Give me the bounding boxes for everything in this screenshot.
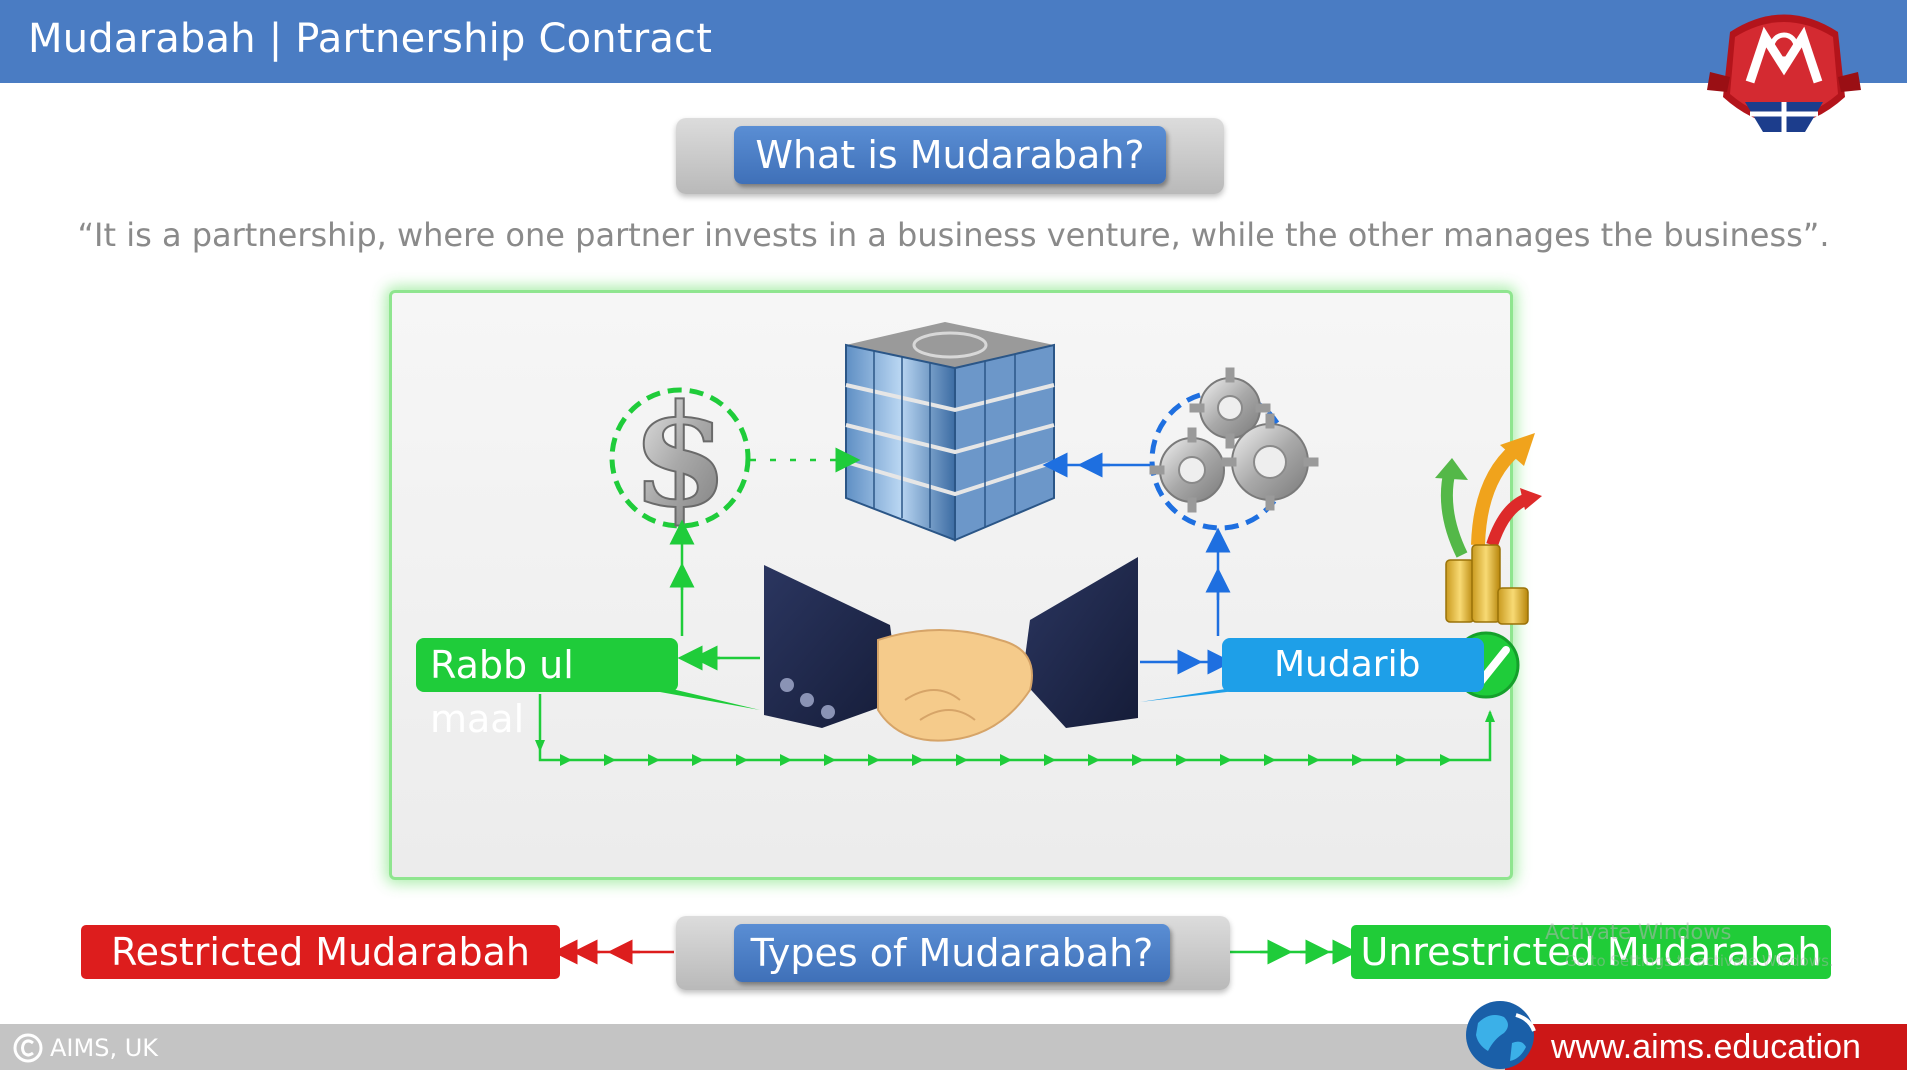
profit-flow-arrow [604, 754, 616, 766]
profit-flow-arrow [648, 754, 660, 766]
profit-flow-arrow [956, 754, 968, 766]
globe-icon [1466, 1001, 1536, 1069]
unrestricted-mudarabah-box: Unrestricted Mudarabah [1351, 925, 1831, 979]
profit-coins-icon [1435, 433, 1542, 625]
footer-copyright: AIMS, UK [12, 1030, 158, 1066]
profit-flow-arrow [1000, 754, 1012, 766]
profit-flow-arrow [912, 754, 924, 766]
profit-flow-arrow [1176, 754, 1188, 766]
profit-flow-arrow [1220, 754, 1232, 766]
svg-text:$: $ [631, 375, 728, 539]
profit-flow-arrow [868, 754, 880, 766]
profit-flow-arrow [1396, 754, 1408, 766]
types-of-mudarabah-label: Types of Mudarabah? [734, 924, 1170, 982]
profit-flow-arrow [1264, 754, 1276, 766]
profit-flow-arrow [736, 754, 748, 766]
profit-flow-arrow [560, 754, 572, 766]
gears-icon [1149, 367, 1319, 531]
activate-windows-watermark: Activate Windows [1545, 920, 1732, 944]
copyright-icon [13, 1033, 43, 1063]
profit-flow-arrow [1440, 754, 1452, 766]
restricted-mudarabah-box: Restricted Mudarabah [81, 925, 560, 979]
page-title: Mudarabah | Partnership Contract [28, 16, 713, 62]
profit-flow-arrow [1132, 754, 1144, 766]
what-is-mudarabah-label: What is Mudarabah? [734, 126, 1166, 184]
profit-flow-arrow [780, 754, 792, 766]
profit-flow-arrow [692, 754, 704, 766]
mudarib-label: Mudarib [1222, 638, 1484, 692]
header-bar: Mudarabah | Partnership Contract [0, 0, 1907, 83]
profit-flow-arrow [1044, 754, 1056, 766]
profit-flow-arrow [1308, 754, 1320, 766]
definition-text: “It is a partnership, where one partner … [77, 216, 1830, 254]
rabb-ul-maal-label: Rabb ul maal [416, 638, 678, 741]
dollar-icon: $ [609, 374, 751, 540]
handshake-icon [764, 557, 1138, 742]
aims-logo-icon [1707, 14, 1861, 132]
website-url[interactable]: www.aims.education [1505, 1024, 1907, 1070]
profit-flow-arrow [824, 754, 836, 766]
profit-flow-arrow [1088, 754, 1100, 766]
office-building-icon [845, 322, 1055, 542]
activate-windows-subtitle: Go to Settings to activate Windows. [1565, 952, 1834, 970]
profit-flow-arrow [1352, 754, 1364, 766]
copyright-text: AIMS, UK [50, 1034, 158, 1062]
